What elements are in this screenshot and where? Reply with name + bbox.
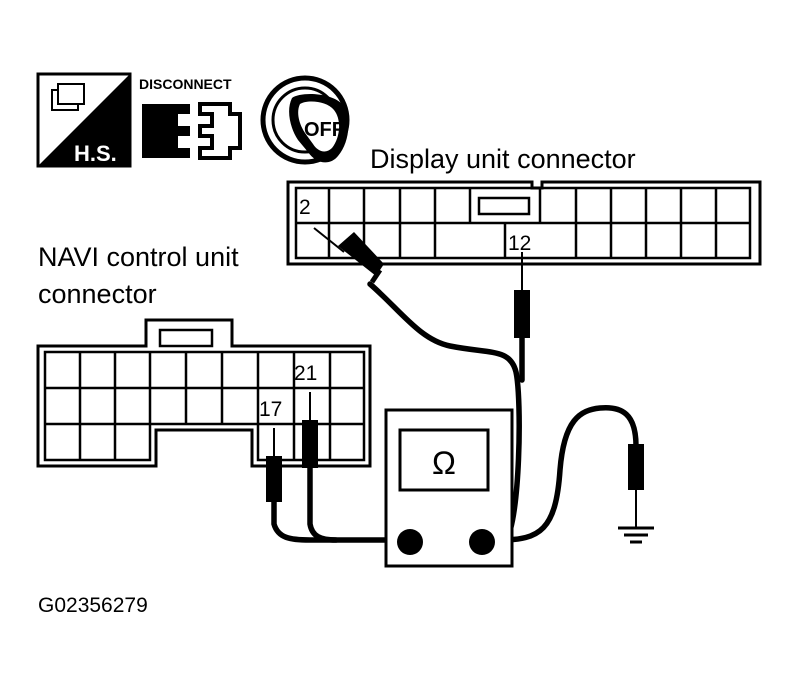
ignition-off-icon: OFF xyxy=(260,75,350,165)
lead-navi-pin21 xyxy=(307,463,339,543)
display-unit-connector: 2 12 xyxy=(286,180,762,266)
probe-ground xyxy=(628,444,644,520)
navi-pin-21: 21 xyxy=(294,362,317,385)
probe-display-pin2 xyxy=(313,227,384,284)
probe-display-pin12 xyxy=(514,252,530,338)
lead-navi-pin17 xyxy=(271,497,411,543)
navi-connector-title-line2: connector xyxy=(38,279,157,309)
ground-icon xyxy=(618,520,654,544)
probe-navi-pin21 xyxy=(302,392,318,468)
hs-icon: H.S. xyxy=(36,72,132,168)
lead-display-pin2 xyxy=(367,281,522,543)
hs-label: H.S. xyxy=(74,141,117,166)
navi-control-unit-connector: 21 17 xyxy=(36,318,372,468)
display-connector-title: Display unit connector xyxy=(370,144,636,174)
disconnect-icon: DISCONNECT xyxy=(139,76,242,160)
lead-ground xyxy=(497,404,639,543)
ohm-symbol: Ω xyxy=(432,445,456,481)
ohmmeter-icon: Ω xyxy=(384,408,514,568)
navi-pin-17: 17 xyxy=(259,398,282,421)
meter-terminal-right xyxy=(469,529,495,555)
display-pin-2: 2 xyxy=(299,196,311,219)
probe-navi-pin17 xyxy=(266,428,282,502)
ignition-off-label: OFF xyxy=(304,119,344,141)
disconnect-label: DISCONNECT xyxy=(139,76,232,92)
meter-terminal-left xyxy=(397,529,423,555)
figure-id: G02356279 xyxy=(38,594,148,617)
display-pin-12: 12 xyxy=(508,232,531,255)
test-leads xyxy=(271,281,639,543)
navi-connector-title-line1: NAVI control unit xyxy=(38,242,239,272)
